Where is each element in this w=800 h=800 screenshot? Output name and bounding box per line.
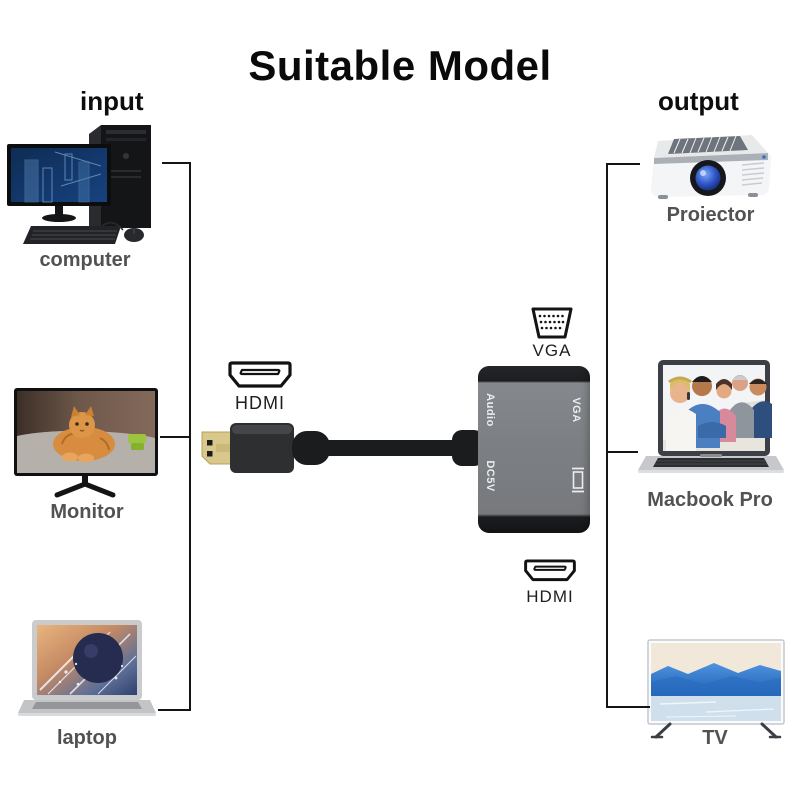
hdmi-plug-cable: [201, 423, 484, 473]
projector-image: [651, 135, 771, 199]
vga-out-label: VGA: [532, 341, 572, 360]
input-branch-computer: [162, 162, 190, 164]
hdmi-in-label: HDMI: [235, 393, 285, 413]
macbook-label: Macbook Pro: [647, 489, 773, 511]
projector-label: Proiector: [666, 204, 755, 226]
adapter-hdmi-port-icon: [572, 467, 584, 493]
output-bracket-line: [606, 163, 608, 708]
tv-image: [647, 639, 785, 739]
laptop-label: laptop: [57, 727, 117, 749]
hdmi-in-icon: [228, 361, 292, 388]
output-branch-projector: [608, 163, 640, 165]
monitor-label: Monitor: [50, 501, 124, 523]
input-column-label: input: [80, 86, 144, 116]
hdmi-out-icon: [524, 559, 576, 582]
tv-label: TV: [702, 727, 728, 749]
macbook-image: [638, 360, 784, 473]
input-branch-laptop: [158, 709, 190, 711]
hdmi-out-label: HDMI: [526, 587, 574, 606]
adapter-vga-port-label: VGA: [570, 397, 582, 423]
page-title: Suitable Model: [248, 42, 552, 89]
monitor-image: [14, 388, 158, 498]
input-branch-monitor: [160, 436, 190, 438]
adapter-audio-port-label: Audio: [484, 393, 496, 427]
computer-label: computer: [39, 249, 131, 271]
output-branch-macbook: [608, 451, 638, 453]
output-branch-tv: [608, 706, 650, 708]
input-bracket-line: [189, 162, 191, 711]
computer-image: [7, 125, 151, 244]
adapter-dc5v-port-label: DC5V: [484, 460, 496, 492]
adapter-body: Audio VGA DC5V: [478, 366, 590, 533]
laptop-image: [18, 620, 156, 716]
vga-out-icon: [531, 307, 573, 339]
output-column-label: output: [658, 86, 739, 116]
